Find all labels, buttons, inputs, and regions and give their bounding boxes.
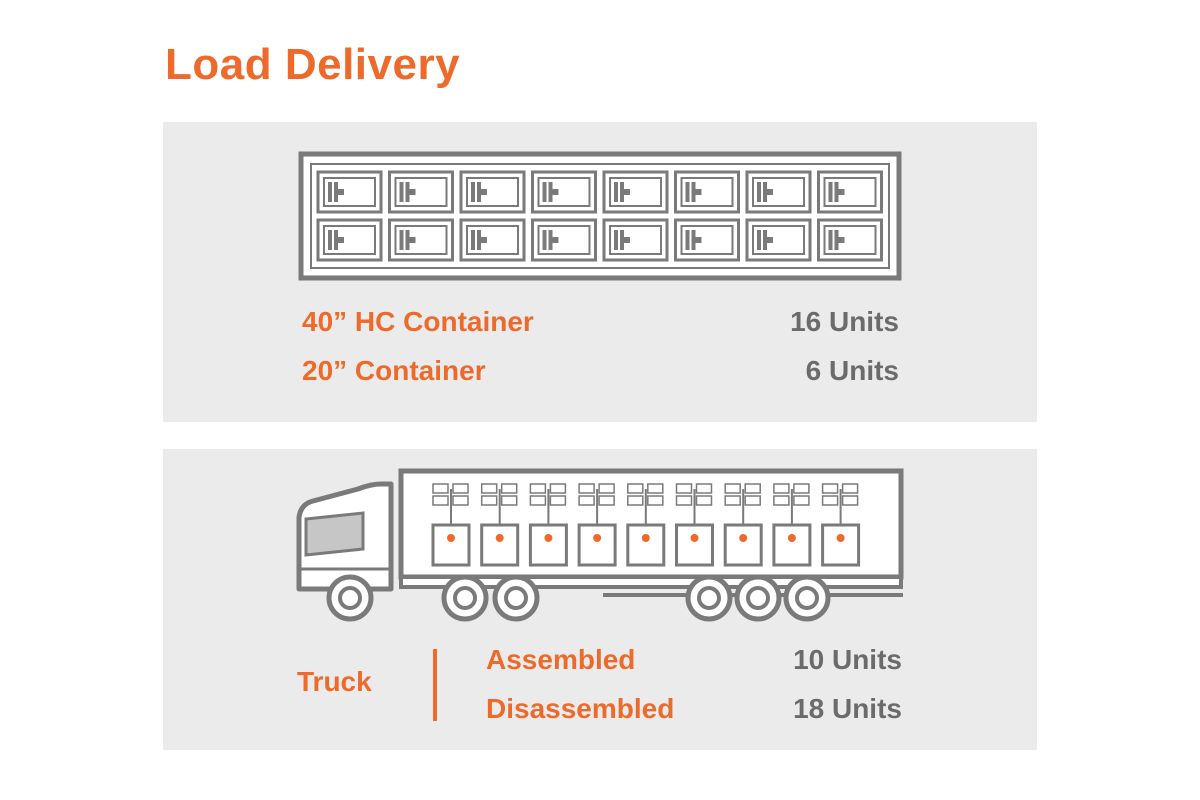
packed-unit-icon [388, 170, 454, 214]
packed-unit-icon [602, 218, 669, 262]
packed-unit-icon [459, 170, 526, 214]
truck-disassembled-label: Disassembled [486, 693, 675, 724]
packed-unit-icon [817, 170, 883, 214]
truck-unit-icon [528, 483, 568, 567]
packed-unit-icon [674, 170, 740, 214]
truck-unit-icon [480, 483, 520, 567]
wheel-icon [326, 574, 374, 622]
packed-unit-icon [745, 218, 812, 262]
wheel-icon [685, 574, 733, 622]
wheel-icon [734, 574, 782, 622]
truck-unit-icon [821, 483, 861, 567]
container-20-value: 6 Units [805, 355, 899, 386]
truck-disassembled-value: 18 Units [793, 693, 902, 724]
truck-unit-icon [577, 483, 617, 567]
truck-unit-icon [626, 483, 666, 567]
page-title: Load Delivery [165, 40, 461, 89]
truck-unit-icon [772, 483, 812, 567]
wheel-icon [783, 574, 831, 622]
truck-assembled-label: Assembled [486, 644, 636, 675]
wheel-icon [441, 574, 489, 622]
packed-unit-icon [745, 170, 812, 214]
packed-unit-icon [388, 218, 454, 262]
packed-unit-icon [602, 170, 669, 214]
packed-unit-icon [316, 170, 383, 214]
shipping-container-top-view-icon [298, 151, 902, 281]
container-40hc-value: 16 Units [790, 306, 899, 337]
packed-unit-icon [531, 170, 597, 214]
packed-unit-icon [459, 218, 526, 262]
container-panel: 40” HC Container 16 Units 20” Container … [163, 122, 1037, 422]
packed-unit-icon [316, 218, 383, 262]
truck-label: Truck [297, 666, 372, 697]
packed-unit-icon [674, 218, 740, 262]
truck-windshield [304, 511, 365, 557]
container-40hc-label: 40” HC Container [302, 306, 534, 337]
truck-unit-icon [431, 483, 471, 567]
truck-panel: Truck Assembled 10 Units Disassembled 18… [163, 449, 1037, 750]
packed-unit-icon [817, 218, 883, 262]
container-20-label: 20” Container [302, 355, 486, 386]
truck-assembled-value: 10 Units [793, 644, 902, 675]
semi-truck-trailer-icon [296, 468, 904, 622]
packed-unit-icon [531, 218, 597, 262]
truck-unit-icon [723, 483, 763, 567]
wheel-icon [492, 574, 540, 622]
truck-divider [433, 649, 437, 721]
truck-unit-icon [675, 483, 714, 567]
